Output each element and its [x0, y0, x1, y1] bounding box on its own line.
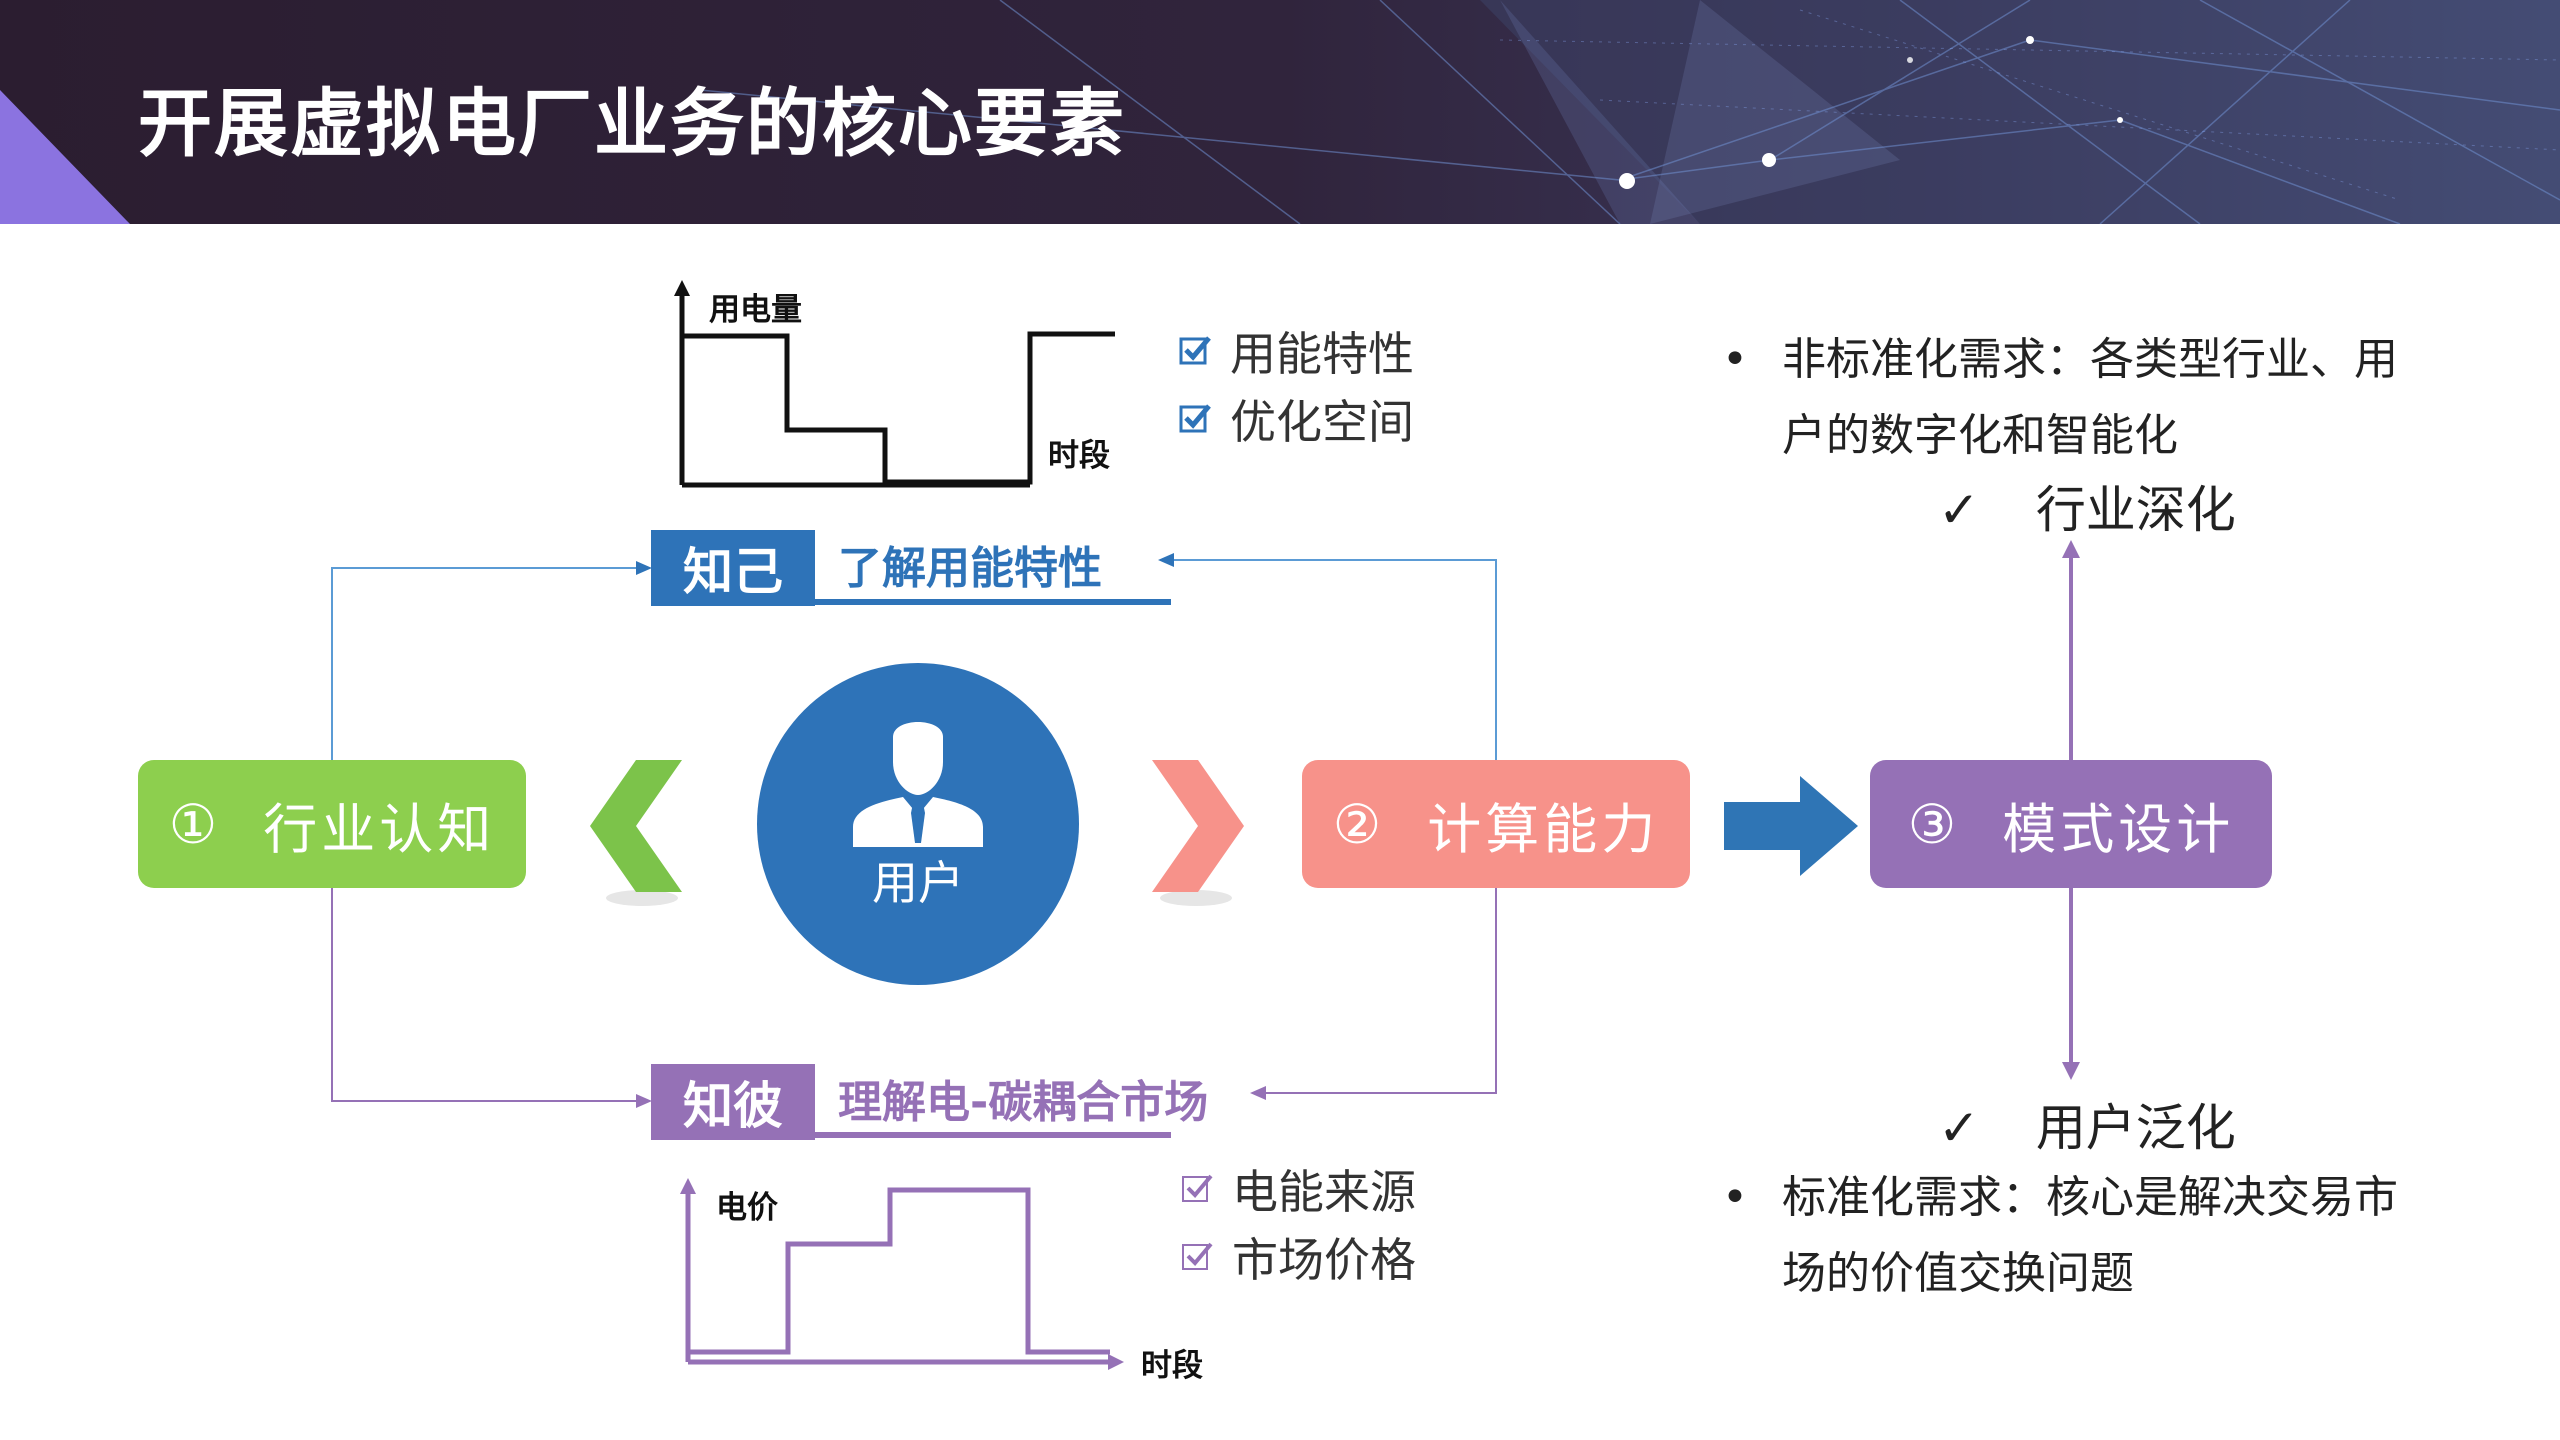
- header-banner: 开展虚拟电厂业务的核心要素: [0, 0, 2560, 224]
- y-axis-arrow: [680, 1178, 696, 1194]
- y-axis-arrow: [674, 280, 690, 296]
- checkmark-icon: ✓: [1938, 481, 1980, 539]
- step-label: 行业认知: [263, 797, 496, 861]
- electricity-usage-chart: [674, 280, 1115, 488]
- check-label: 优化空间: [1230, 395, 1414, 449]
- page-title: 开展虚拟电厂业务的核心要素: [138, 81, 1126, 167]
- step-number: ②: [1332, 792, 1386, 856]
- checkbox-checked-icon: [1179, 404, 1211, 433]
- usage-chart-xlabel: 时段: [1048, 438, 1110, 474]
- know-self-text: 了解用能特性: [838, 543, 1102, 594]
- price-chart-xlabel: 时段: [1141, 1348, 1203, 1384]
- check-item-energy-source: 电能来源: [1180, 1156, 1416, 1222]
- checkbox-checked-icon: [1182, 1242, 1213, 1270]
- x-axis-arrow: [1108, 1354, 1124, 1370]
- arrow-right-icon: [1724, 776, 1858, 876]
- know-self-tag: 知己: [651, 530, 815, 606]
- check-label: 电能来源: [1232, 1165, 1416, 1219]
- user-label: 用户: [872, 856, 964, 910]
- check-label: 用能特性: [1230, 327, 1414, 381]
- bullet-text: 标准化需求：核心是解决交易市场的价值交换问题: [1782, 1172, 2398, 1299]
- network-background-graphic: [0, 0, 2560, 224]
- bullet-text: 非标准化需求：各类型行业、用户的数字化和智能化: [1782, 334, 2398, 461]
- electricity-price-chart: [680, 1178, 1124, 1370]
- check-item-usage-characteristics: 用能特性: [1178, 318, 1414, 384]
- tick-label: 用户泛化: [2035, 1099, 2236, 1157]
- checkbox-checked-icon: [1179, 336, 1211, 365]
- check-item-market-price: 市场价格: [1180, 1224, 1416, 1290]
- person-icon: [853, 722, 983, 847]
- user-circle: 用户: [757, 663, 1079, 985]
- check-item-optimization-space: 优化空间: [1178, 386, 1414, 452]
- price-step-line: [688, 1187, 1110, 1355]
- know-other-underline: [815, 1132, 1171, 1138]
- usage-step-line: [679, 331, 1115, 485]
- step-label: 计算能力: [1427, 797, 1660, 861]
- step-number: ③: [1907, 792, 1961, 856]
- step-label: 模式设计: [2002, 797, 2235, 861]
- step-model-design: ③ 模式设计: [1870, 760, 2272, 888]
- industry-deepening-item: ✓ 行业深化: [1938, 470, 2236, 542]
- check-label: 市场价格: [1232, 1233, 1416, 1287]
- tick-label: 行业深化: [2035, 481, 2236, 539]
- usage-chart-ylabel: 用电量: [709, 292, 802, 328]
- step-industry-cognition: ① 行业认知: [138, 760, 526, 888]
- know-other-text: 理解电-碳耦合市场: [838, 1077, 1209, 1128]
- know-self-underline: [815, 599, 1171, 605]
- nonstandard-demand-bullet: • 非标准化需求：各类型行业、用户的数字化和智能化: [1722, 322, 2402, 474]
- checkbox-checked-icon: [1182, 1174, 1213, 1202]
- step-number: ①: [168, 792, 222, 856]
- standard-demand-bullet: • 标准化需求：核心是解决交易市场的价值交换问题: [1722, 1160, 2402, 1312]
- step-computing-ability: ② 计算能力: [1302, 760, 1690, 888]
- bullet-dot: •: [1722, 1172, 1748, 1223]
- price-chart-ylabel: 电价: [716, 1190, 778, 1226]
- user-generalization-item: ✓ 用户泛化: [1938, 1088, 2236, 1160]
- bullet-dot: •: [1722, 334, 1748, 385]
- know-other-tag: 知彼: [651, 1064, 815, 1140]
- checkmark-icon: ✓: [1938, 1099, 1980, 1157]
- chevron-left-icon: [590, 760, 682, 906]
- chevron-right-icon: [1152, 760, 1244, 906]
